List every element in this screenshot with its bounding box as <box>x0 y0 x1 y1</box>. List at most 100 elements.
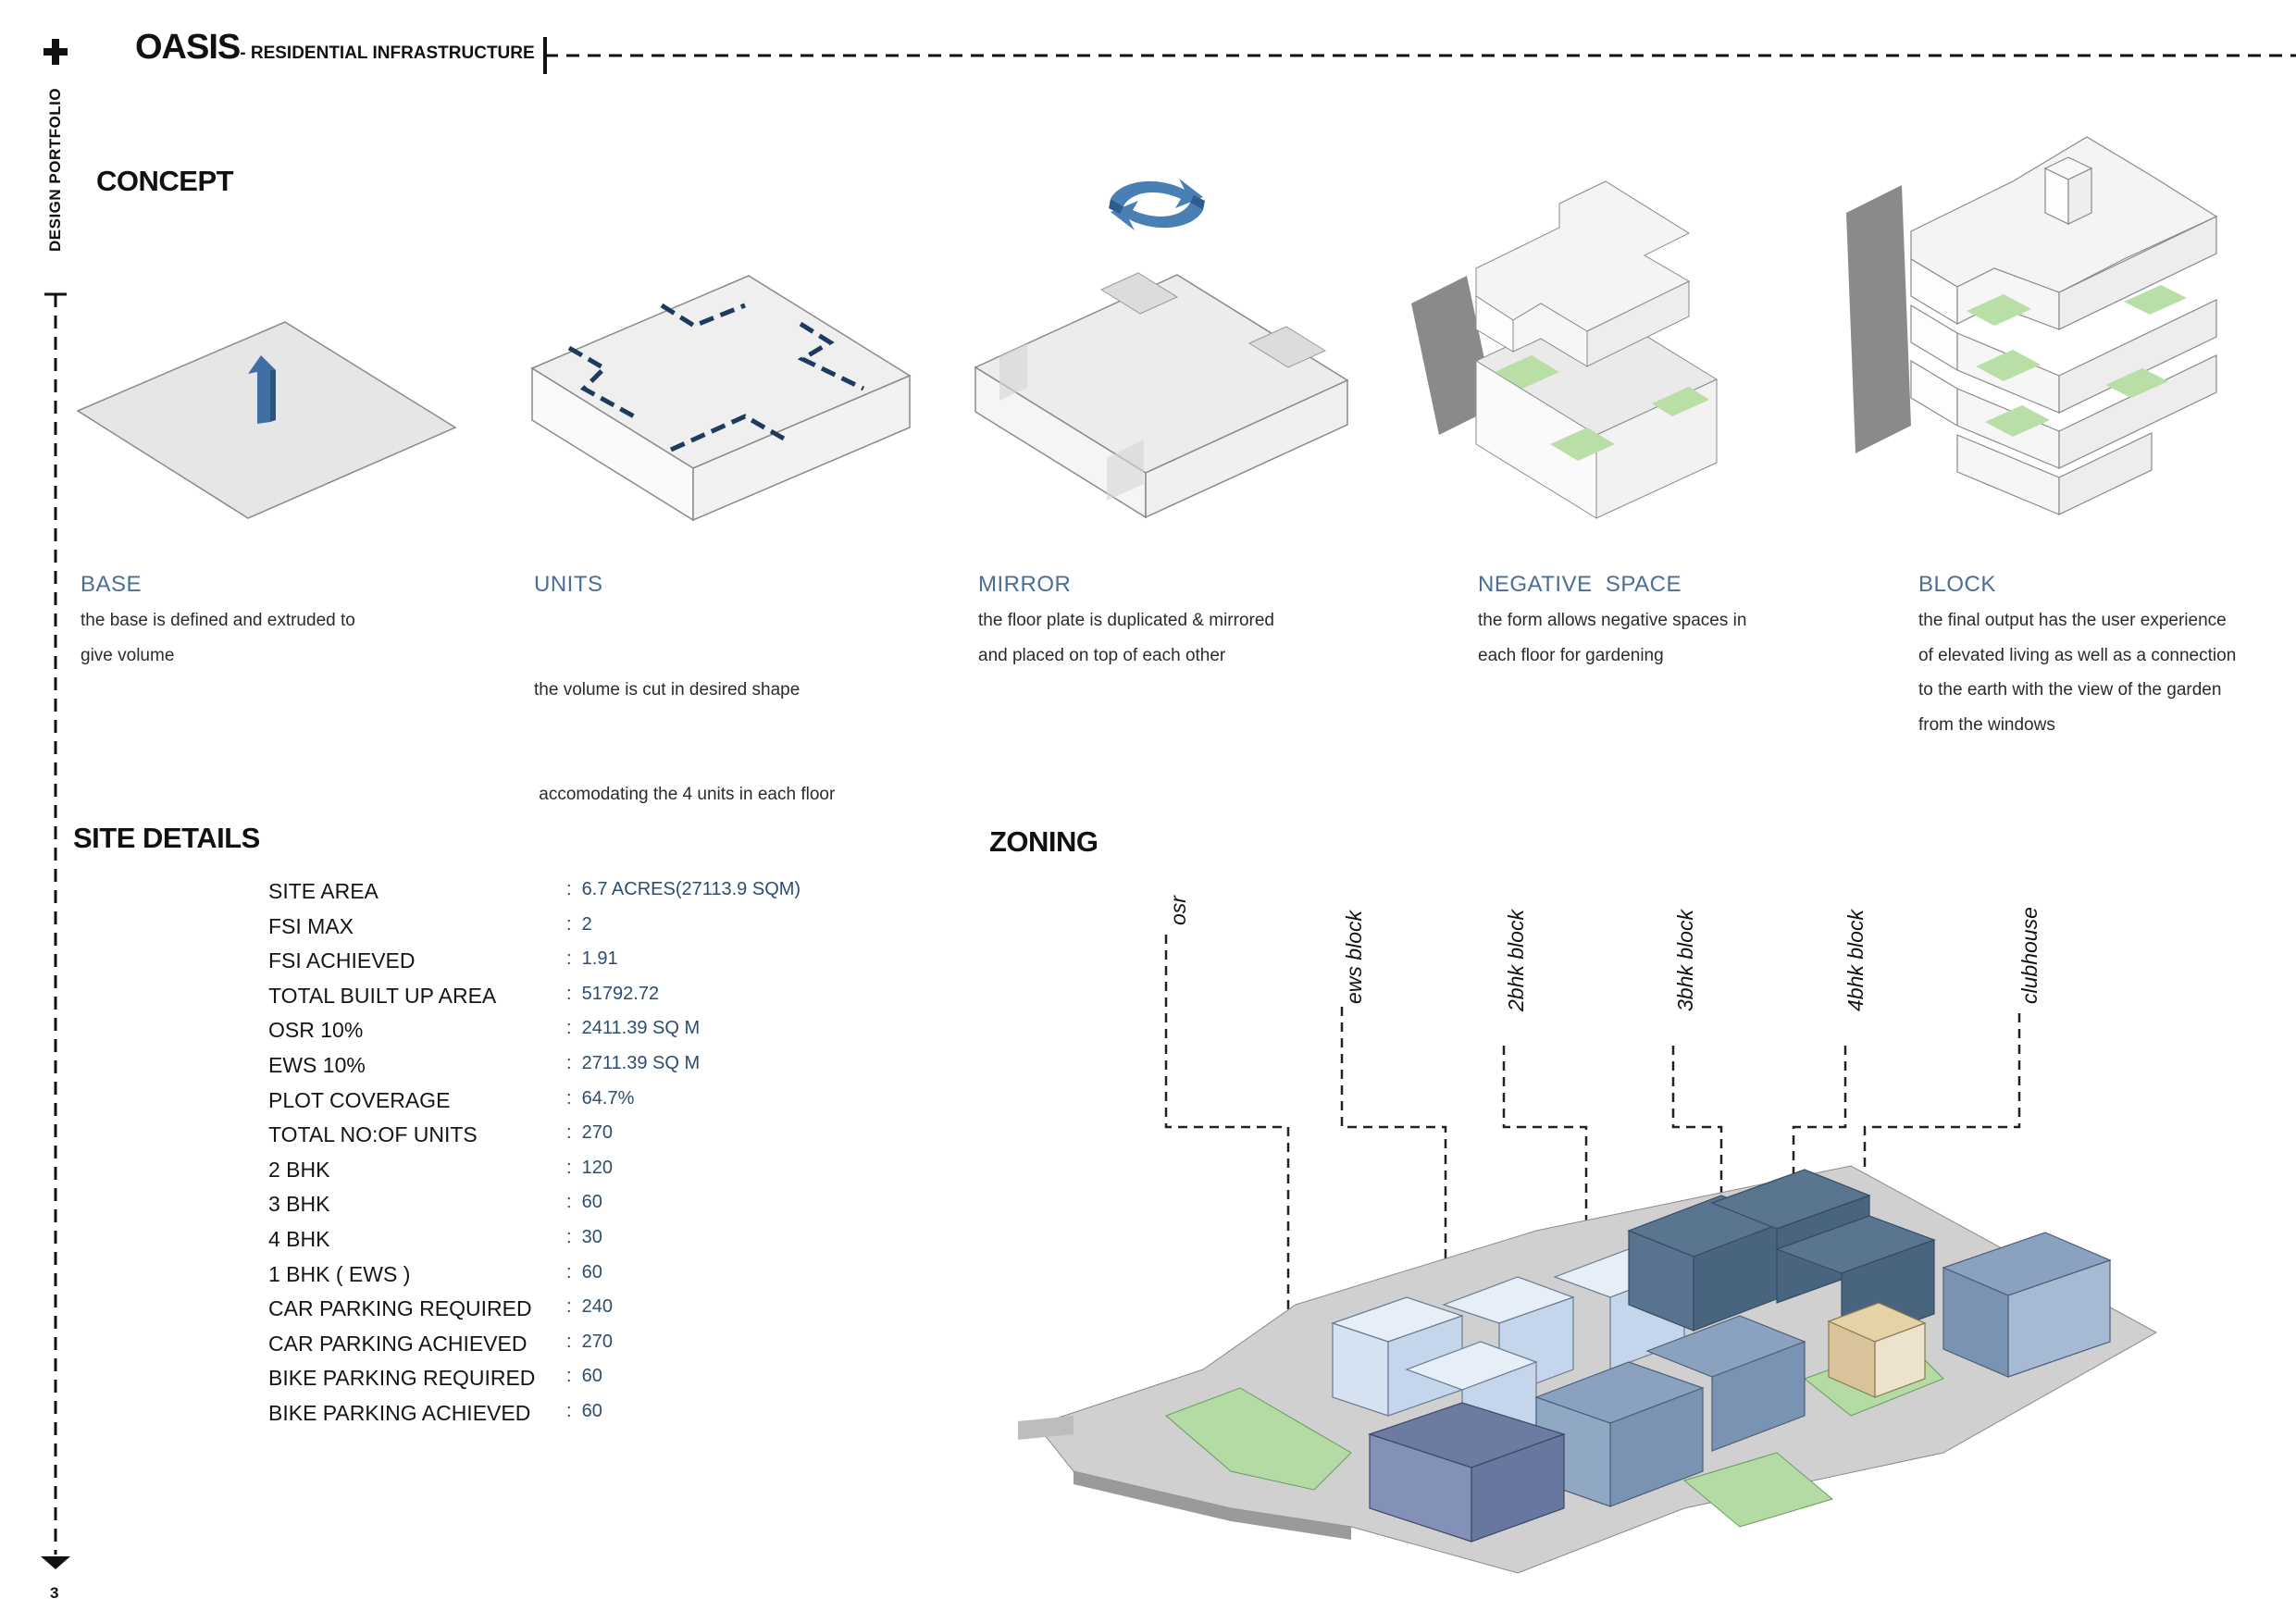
site-detail-row: PLOT COVERAGE: 64.7% <box>268 1088 634 1123</box>
site-detail-label: 2 BHK <box>268 1157 330 1182</box>
site-detail-row: SITE AREA : 6.7 ACRES(27113.9 SQM) <box>268 879 800 914</box>
negative-space-diagram <box>1411 180 1719 519</box>
site-detail-label: CAR PARKING ACHIEVED <box>268 1331 527 1356</box>
zoning-diagram <box>1018 935 2158 1574</box>
project-title: OASIS- RESIDENTIAL INFRASTRUCTURE <box>135 28 535 68</box>
step-desc-line: each floor for gardening <box>1478 645 1664 665</box>
project-subtitle: - RESIDENTIAL INFRASTRUCTURE <box>240 43 535 63</box>
step-title: BASE <box>81 572 143 597</box>
site-detail-row: CAR PARKING REQUIRED : 240 <box>268 1296 613 1332</box>
site-detail-value: : 2411.39 SQ M <box>566 1018 701 1039</box>
site-details-title: SITE DETAILS <box>73 822 260 854</box>
step-title: MIRROR <box>978 572 1072 597</box>
step-desc-line: give volume <box>81 645 175 665</box>
site-detail-value-text: 2711.39 SQ M <box>581 1053 701 1073</box>
mirror-diagram <box>974 179 1349 519</box>
site-detail-value: : 1.91 <box>566 948 618 970</box>
site-detail-value: : 240 <box>566 1296 614 1318</box>
site-detail-label: 4 BHK <box>268 1227 330 1251</box>
site-detail-label: CAR PARKING REQUIRED <box>268 1296 532 1321</box>
site-detail-value: : 270 <box>566 1331 614 1352</box>
site-detail-value: : 60 <box>566 1261 602 1282</box>
site-detail-value: : 2711.39 SQ M <box>566 1053 701 1073</box>
site-detail-label: EWS 10% <box>268 1053 366 1077</box>
site-detail-row: TOTAL NO:OF UNITS : 270 <box>268 1122 613 1158</box>
site-detail-label: FSI ACHIEVED <box>268 948 416 973</box>
site-detail-value-text: 60 <box>581 1401 602 1421</box>
zone-label: osr <box>1166 896 1190 925</box>
site-detail-value-text: 6.7 ACRES(27113.9 SQM) <box>581 879 801 899</box>
base-diagram <box>76 321 457 519</box>
units-diagram <box>530 275 912 522</box>
step-desc-line: to the earth with the view of the garden <box>1918 680 2222 700</box>
step-desc-line: from the windows <box>1918 714 2055 735</box>
step-desc-line: the base is defined and extruded to <box>81 611 355 630</box>
site-detail-label: TOTAL NO:OF UNITS <box>268 1122 478 1147</box>
step-negative-space: NEGATIVE SPACE the form allows negative … <box>1478 572 1867 673</box>
block-diagram <box>1846 136 2218 515</box>
site-detail-value: : 2 <box>566 913 592 935</box>
site-detail-label: BIKE PARKING REQUIRED <box>268 1366 536 1391</box>
site-detail-value-text: 64.7% <box>581 1087 635 1109</box>
header-divider <box>543 37 2296 74</box>
site-detail-value: : 60 <box>566 1192 602 1213</box>
site-detail-row: CAR PARKING ACHIEVED : 270 <box>268 1332 613 1367</box>
step-units: UNITS the volume is cut in desired shape… <box>534 572 941 881</box>
step-desc-line: the form allows negative spaces in <box>1478 611 1747 630</box>
site-detail-value: : 6.7 ACRES(27113.9 SQM) <box>566 879 801 899</box>
site-detail-row: BIKE PARKING ACHIEVED : 60 <box>268 1401 602 1436</box>
site-detail-row: 3 BHK : 60 <box>268 1192 602 1227</box>
site-detail-row: EWS 10% : 2711.39 SQ M <box>268 1053 700 1088</box>
site-detail-value: : 120 <box>566 1157 614 1178</box>
site-detail-value-text: 51792.72 <box>581 983 660 1004</box>
step-base: BASE the base is defined and extruded to… <box>81 572 469 673</box>
side-label: DESIGN PORTFOLIO <box>46 87 64 252</box>
site-detail-value: : 30 <box>566 1227 602 1247</box>
site-detail-label: TOTAL BUILT UP AREA <box>268 983 497 1008</box>
site-detail-value-text: 270 <box>581 1331 614 1352</box>
site-detail-label: SITE AREA <box>268 879 379 903</box>
step-desc-line: of elevated living as well as a connecti… <box>1918 645 2237 665</box>
site-detail-value: : 51792.72 <box>566 983 660 1004</box>
site-detail-value-text: 1.91 <box>581 948 618 970</box>
step-desc-line: accomodating the 4 units in each floor <box>534 784 836 804</box>
plus-icon <box>43 39 68 65</box>
step-title: BLOCK <box>1918 572 1996 597</box>
site-detail-label: PLOT COVERAGE <box>268 1087 451 1112</box>
site-detail-label: 3 BHK <box>268 1192 330 1217</box>
site-detail-label: OSR 10% <box>268 1018 364 1043</box>
site-detail-value: : 60 <box>566 1401 602 1421</box>
zoning-title: ZONING <box>989 825 1098 858</box>
site-detail-value-text: 240 <box>581 1296 614 1318</box>
site-detail-label: BIKE PARKING ACHIEVED <box>268 1401 531 1425</box>
site-detail-value-text: 60 <box>581 1192 602 1213</box>
site-detail-row: 1 BHK ( EWS ) : 60 <box>268 1262 602 1297</box>
rotate-arrows-icon <box>1109 179 1205 230</box>
site-detail-row: 2 BHK : 120 <box>268 1158 613 1193</box>
timeline-arrow <box>41 292 70 1569</box>
page-number: 3 <box>50 1584 59 1602</box>
site-detail-label: FSI MAX <box>268 913 354 938</box>
site-detail-row: BIKE PARKING REQUIRED: 60 <box>268 1366 602 1401</box>
site-detail-row: 4 BHK : 30 <box>268 1227 602 1262</box>
site-detail-value-text: 120 <box>581 1157 614 1178</box>
step-title: UNITS <box>534 572 603 597</box>
site-detail-row: FSI MAX : 2 <box>268 914 592 949</box>
site-detail-value-text: 2 <box>581 913 592 935</box>
step-desc-line: the final output has the user experience <box>1918 611 2227 630</box>
site-detail-row: TOTAL BUILT UP AREA : 51792.72 <box>268 984 659 1019</box>
site-detail-value-text: 270 <box>581 1122 614 1144</box>
site-detail-row: OSR 10% : 2411.39 SQ M <box>268 1018 700 1053</box>
step-desc-line: and placed on top of each other <box>978 645 1226 665</box>
step-block: BLOCK the final output has the user expe… <box>1918 572 2289 742</box>
step-desc-line: the volume is cut in desired shape <box>534 680 800 700</box>
concept-title: CONCEPT <box>96 165 234 197</box>
step-mirror: MIRROR the floor plate is duplicated & m… <box>978 572 1404 673</box>
site-detail-value-text: 60 <box>581 1366 602 1387</box>
site-detail-value-text: 60 <box>581 1261 602 1282</box>
step-desc-line: the floor plate is duplicated & mirrored <box>978 611 1274 630</box>
project-name: OASIS <box>135 28 241 67</box>
site-detail-value: : 270 <box>566 1122 614 1144</box>
site-detail-row: FSI ACHIEVED : 1.91 <box>268 948 618 984</box>
site-detail-label: 1 BHK ( EWS ) <box>268 1261 411 1286</box>
